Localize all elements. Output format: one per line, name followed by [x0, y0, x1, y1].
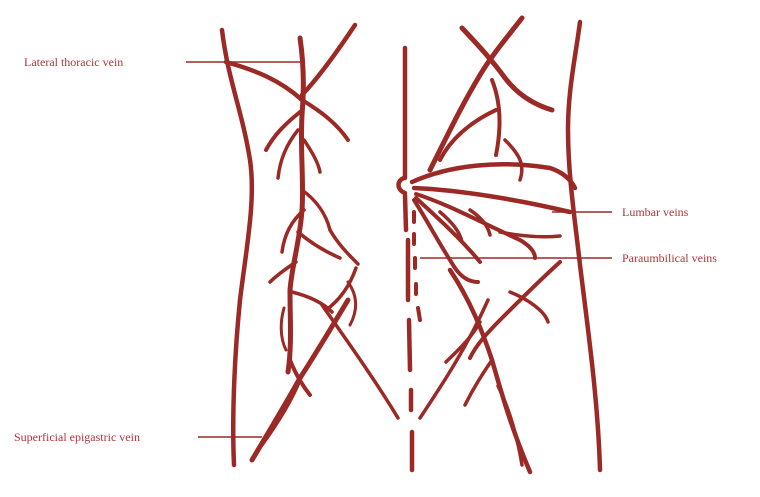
- lateral-thoracic-vein-label: Lateral thoracic vein: [24, 55, 123, 69]
- left-upper-branch-6: [304, 140, 320, 172]
- left-lower-branch-3: [348, 282, 356, 325]
- left-body-outline: [222, 30, 252, 465]
- paraumbilical-dashes: [414, 212, 420, 320]
- left-upper-branch-2: [302, 25, 355, 95]
- midline: [405, 48, 412, 470]
- umbilical-radial-3: [416, 194, 535, 258]
- left-mid-branch-1: [302, 190, 330, 230]
- left-lower-branch-4: [281, 308, 286, 350]
- right-upper-branch-3: [505, 140, 522, 180]
- right-upper-branch-1: [492, 80, 499, 155]
- right-lower-vein-6: [446, 322, 480, 362]
- paraumbilical-veins-label: Paraumbilical veins: [622, 251, 717, 265]
- right-lower-vein-4: [465, 360, 492, 405]
- umbilicus: [398, 178, 405, 193]
- left-upper-branch-4: [266, 112, 300, 150]
- left-mid-branch-4: [330, 230, 358, 264]
- left-upper-branch-3: [302, 100, 348, 140]
- lumbar-veins-label: Lumbar veins: [622, 205, 688, 219]
- umbilical-radial-5: [414, 200, 478, 282]
- superficial-epigastric-vein-label: Superficial epigastric vein: [14, 430, 140, 444]
- right-body-outline: [568, 22, 600, 470]
- umbilical-radial-1: [412, 164, 575, 188]
- left-upper-branch-5: [278, 130, 298, 178]
